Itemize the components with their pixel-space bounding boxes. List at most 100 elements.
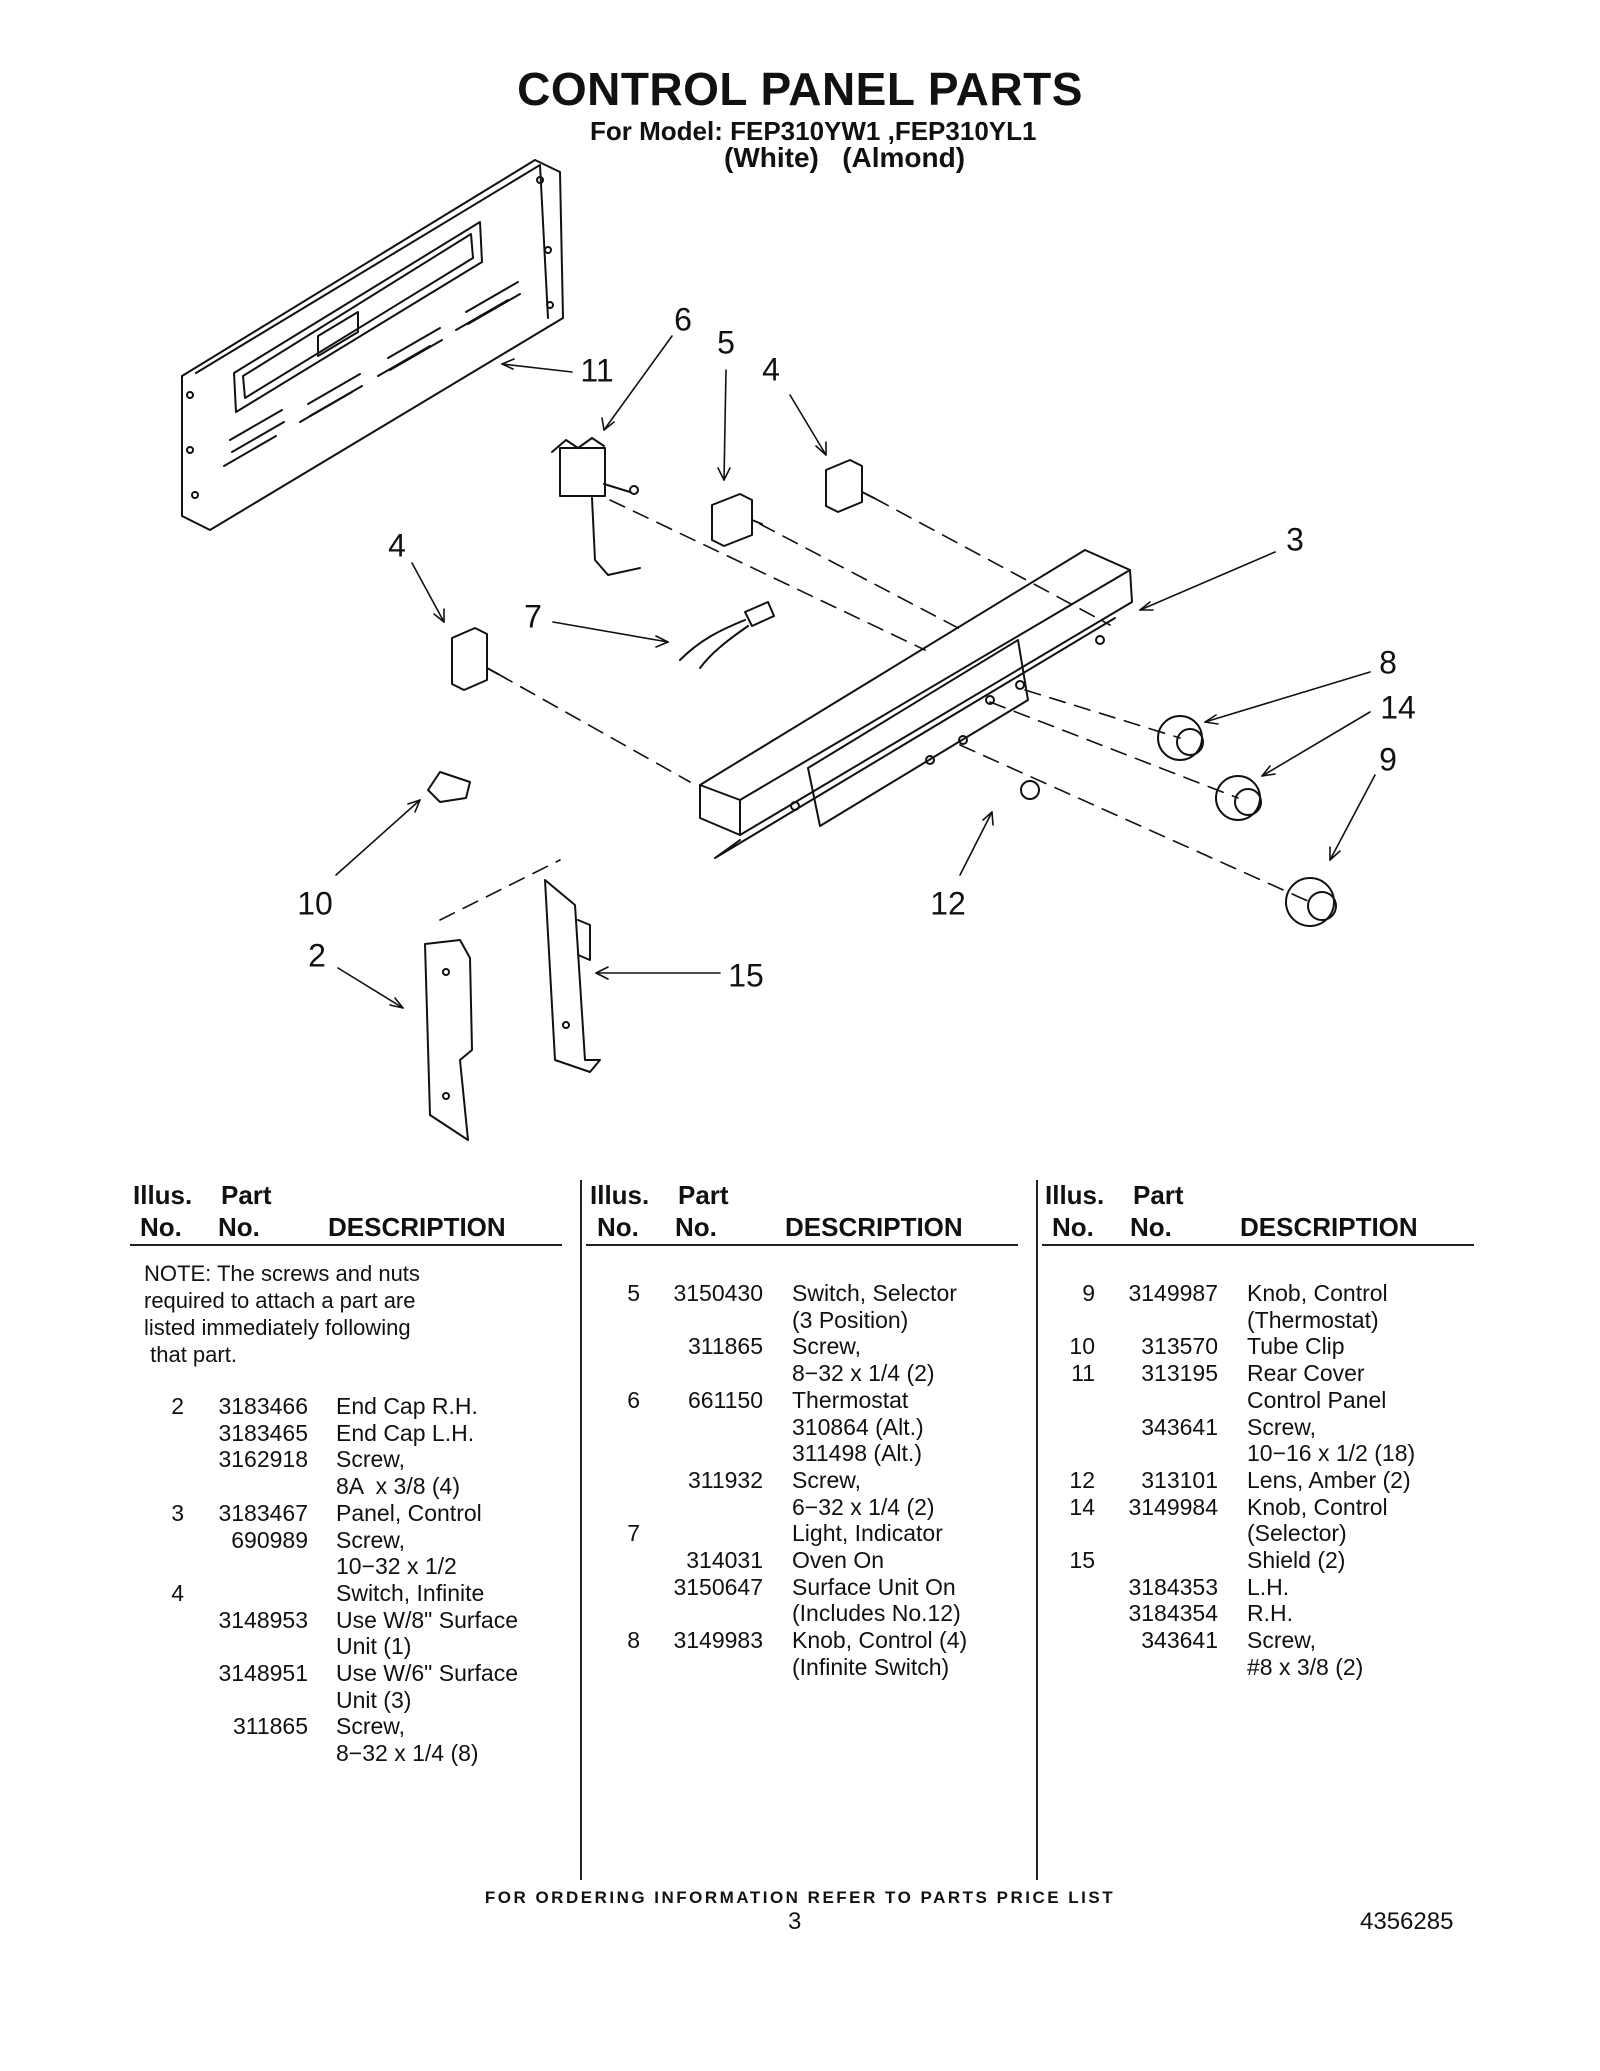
callout-3: 3 — [1286, 521, 1304, 558]
part-number: 3149983 — [673, 1627, 763, 1654]
illus-number: 5 — [627, 1280, 640, 1306]
col2-illus-header-2: No. — [597, 1212, 639, 1242]
part-description: Rear Cover — [1247, 1360, 1365, 1387]
part-description: Surface Unit On — [792, 1573, 956, 1600]
part-description: Shield (2) — [1247, 1547, 1346, 1573]
illus-number: 15 — [1069, 1547, 1095, 1573]
illus-number: 11 — [1071, 1360, 1095, 1387]
callout-5: 5 — [717, 324, 735, 361]
part-number: 3183465 — [218, 1419, 308, 1446]
col1-illus-header-2: No. — [140, 1212, 182, 1242]
col1-header-rule — [130, 1244, 562, 1246]
part-description: 6−32 x 1/4 (2) — [792, 1493, 935, 1520]
illus-number: 3 — [171, 1499, 184, 1526]
col2-part-header-2: No. — [675, 1212, 717, 1242]
part-description: 10−32 x 1/2 — [336, 1553, 457, 1580]
part-number: 661150 — [687, 1386, 763, 1413]
part-number: 311865 — [687, 1333, 763, 1360]
part-number: 311865 — [232, 1713, 308, 1740]
callout-7: 7 — [524, 598, 542, 635]
assembly-lines — [439, 497, 1311, 921]
illus-number: 10 — [1069, 1333, 1095, 1360]
part-description: (3 Position) — [792, 1306, 909, 1333]
note-text: NOTE: The screws and nuts required to at… — [144, 1261, 420, 1367]
column-divider-2 — [1036, 1180, 1038, 1880]
illus-number: 14 — [1069, 1493, 1095, 1520]
part-description: (Infinite Switch) — [792, 1653, 950, 1680]
part-number: 3162918 — [218, 1446, 308, 1473]
part-number: 3148953 — [218, 1606, 308, 1633]
part-number: 3149984 — [1128, 1493, 1218, 1520]
col3-part-header-1: Part — [1133, 1180, 1184, 1210]
col3-illus-header-2: No. — [1052, 1212, 1094, 1242]
col2-description-header: DESCRIPTION — [785, 1212, 963, 1242]
illus-number: 4 — [171, 1579, 184, 1606]
part-description: (Includes No.12) — [792, 1600, 961, 1627]
part-description: (Selector) — [1247, 1520, 1347, 1547]
callout-14: 14 — [1380, 689, 1416, 726]
ordering-info: FOR ORDERING INFORMATION REFER TO PARTS … — [484, 1888, 1116, 1907]
part-number: 313101 — [1141, 1466, 1218, 1493]
callout-10: 10 — [297, 885, 333, 922]
page-number: 3 — [788, 1908, 802, 1935]
part-number: 690989 — [231, 1526, 308, 1553]
part-description: Switch, Infinite — [336, 1579, 485, 1606]
col2-part-header-1: Part — [678, 1180, 729, 1210]
part-description: Oven On — [792, 1547, 885, 1573]
thermostat-part — [551, 437, 641, 576]
col1-part-header-1: Part — [221, 1180, 272, 1210]
callout-15: 15 — [728, 957, 764, 994]
document-number: 4356285 — [1360, 1908, 1454, 1935]
part-number: 343641 — [1141, 1413, 1218, 1440]
part-number: 314031 — [686, 1547, 763, 1573]
part-description: Tube Clip — [1247, 1333, 1345, 1360]
tube-clip-part — [427, 771, 471, 803]
part-description: (Thermostat) — [1247, 1306, 1379, 1333]
part-description: Light, Indicator — [792, 1520, 943, 1547]
part-number: 3183466 — [218, 1393, 308, 1419]
part-description: 310864 (Alt.) — [792, 1413, 924, 1440]
part-description: End Cap L.H. — [336, 1419, 475, 1446]
model-colors: (White) (Almond) — [724, 142, 966, 173]
illus-number: 8 — [627, 1627, 640, 1654]
part-number: 311932 — [687, 1466, 763, 1493]
part-description: Panel, Control — [336, 1499, 482, 1526]
page-title: CONTROL PANEL PARTS — [517, 63, 1083, 115]
col3-description-header: DESCRIPTION — [1240, 1212, 1418, 1242]
illus-number: 2 — [171, 1393, 184, 1419]
amber-lens-part — [1020, 780, 1040, 800]
column-divider-1 — [580, 1180, 582, 1880]
callout-6: 6 — [674, 301, 692, 338]
callout-12: 12 — [930, 885, 966, 922]
selector-switch-part — [711, 493, 763, 547]
col1-description-header: DESCRIPTION — [328, 1212, 506, 1242]
part-description: Lens, Amber (2) — [1247, 1466, 1411, 1493]
part-description: Screw, — [336, 1526, 406, 1553]
part-number: 3184354 — [1128, 1600, 1218, 1627]
part-number: 343641 — [1141, 1627, 1218, 1654]
part-description: Screw, — [336, 1446, 406, 1473]
part-description: 8A x 3/8 (4) — [336, 1473, 461, 1500]
col3-part-header-2: No. — [1130, 1212, 1172, 1242]
rear-cover-panel — [181, 159, 564, 531]
callout-8: 8 — [1379, 644, 1397, 681]
part-description: Screw, — [336, 1713, 406, 1740]
part-description: 8−32 x 1/4 (2) — [792, 1360, 935, 1387]
part-number: 3150430 — [673, 1280, 763, 1306]
infinite-switch-left-part — [451, 627, 499, 691]
part-number: 3149987 — [1128, 1280, 1218, 1306]
model-line: For Model: FEP310YW1 ,FEP310YL1 — [590, 116, 1037, 146]
illus-number: 9 — [1082, 1280, 1095, 1306]
part-number: 3184353 — [1128, 1573, 1218, 1600]
part-description: Use W/8" Surface — [336, 1606, 519, 1633]
col2-header-rule — [586, 1244, 1018, 1246]
illus-number: 12 — [1069, 1466, 1095, 1493]
shield-part — [544, 879, 601, 1073]
illus-number: 6 — [627, 1386, 640, 1413]
col2-illus-header-1: Illus. — [590, 1180, 650, 1210]
part-description: Screw, — [1247, 1627, 1317, 1654]
part-number: 3150647 — [673, 1573, 763, 1600]
control-panel-part — [699, 549, 1133, 859]
callout-4-upper: 4 — [762, 351, 780, 388]
col1-part-header-2: No. — [218, 1212, 260, 1242]
